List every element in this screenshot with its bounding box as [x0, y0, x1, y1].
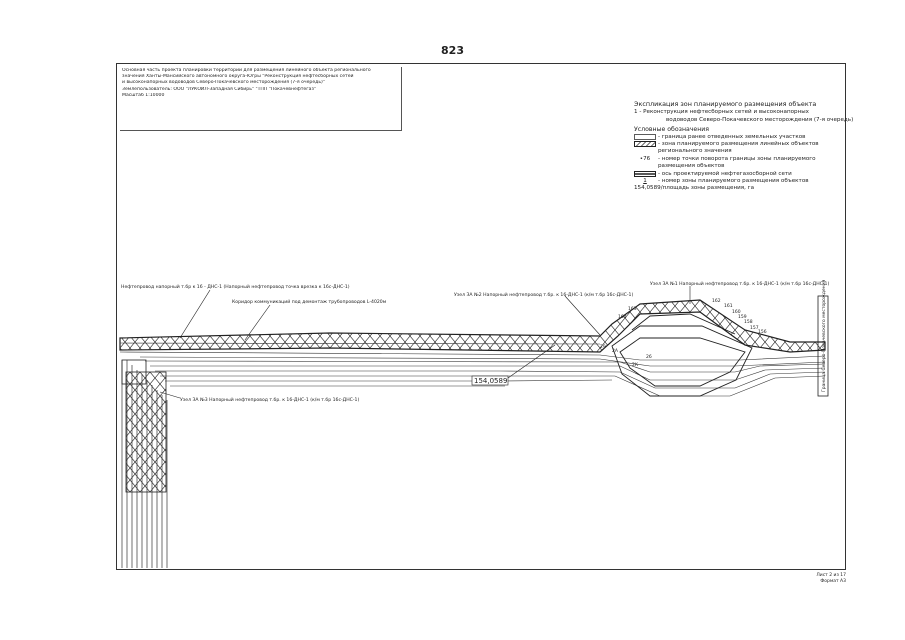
area-marker: 154,0589 — [634, 185, 661, 192]
pipeline-main-label: Нефтепровод напорный т.бр к 16 - ДНС-1 (… — [121, 283, 350, 290]
junction-square — [121, 359, 147, 385]
legend-item-text: - зона планируемого размещения линейных … — [658, 141, 819, 148]
point-label: 158 — [744, 319, 753, 325]
area-marker-text: /площадь зоны размещения, га — [660, 185, 755, 192]
legend-item-boundary: - граница ранее отведенных земельных уча… — [634, 134, 844, 141]
point-label: 26 — [646, 354, 652, 360]
node2-label: Узел ЗА №2 Напорный нефтепровод т.бр. к … — [454, 291, 633, 298]
title-line: Масштаб 1:10000 — [122, 92, 165, 98]
point-label: 161 — [724, 303, 733, 309]
hatched-zone-swatch-icon — [634, 141, 656, 148]
legend-item-zone: - зона планируемого размещения линейных … — [634, 141, 844, 148]
point-label: 159 — [738, 314, 747, 320]
drawing-sheet-frame — [116, 63, 846, 570]
zone-number-marker: 1 — [643, 178, 647, 185]
legend-item-zone-number: 1 - номер зоны планируемого размещения о… — [634, 178, 844, 185]
legend-item-text-cont: размещения объектов — [658, 163, 725, 170]
planned-zone-band — [119, 299, 826, 353]
turning-point-labels: 162 161 160 159 158 157 156 163 164 26 2… — [600, 298, 767, 368]
legend-item-text: - номер зоны планируемого размещения объ… — [658, 178, 809, 185]
right-vertical-label: Граница Северо-Покачевского месторождени… — [821, 279, 827, 392]
node1-label: Узел ЗА №1 Напорный нефтепровод т.бр. к … — [650, 280, 829, 287]
legend-item-text-cont: регионального значения — [658, 148, 732, 155]
sheet-info: Лист 2 из 17 Формат А3 — [816, 573, 846, 584]
point-label: 164 — [618, 314, 627, 320]
legend-zone-line: 1 - Реконструкция нефтесборных сетей и в… — [634, 109, 809, 116]
point-label: 2К — [632, 362, 639, 368]
pipeline-lines — [119, 342, 826, 397]
area-label: 154,0589 — [474, 377, 507, 385]
title-line: Основная часть проекта планировки террит… — [122, 68, 371, 73]
title-line: Землепользователь: ООО "ЛУКОЙЛ-Западная … — [122, 86, 317, 92]
point-label: 162 — [712, 298, 721, 304]
right-boundary-box — [817, 295, 829, 397]
loop-lines — [611, 313, 753, 397]
legend-item-text: - граница ранее отведенных земельных уча… — [658, 133, 806, 140]
sheet-number: Лист 2 из 17 — [816, 573, 846, 578]
legend-area-line: 154,0589/площадь зоны размещения, га — [634, 185, 844, 192]
legend-item-text: - ось проектируемой нефтегазосборной сет… — [658, 170, 792, 177]
corridor-label: Коридор коммуникаций под демонтаж трубоп… — [232, 298, 387, 305]
point-label: 163 — [628, 306, 637, 312]
legend-item-point: •76 - номер точки поворота границы зоны … — [634, 156, 844, 163]
legend-item-text: - номер точки поворота границы зоны план… — [658, 155, 816, 162]
point-label: 156 — [758, 329, 767, 335]
left-hatched-bundle — [125, 371, 167, 493]
point-label: 157 — [750, 325, 759, 331]
legend-symbols-title: Условные обозначения — [634, 126, 710, 134]
point-label: 2А — [612, 348, 619, 354]
annotation-leaders — [159, 286, 691, 399]
boundary-swatch-icon — [634, 133, 656, 140]
title-line: и высоконапорных водоводов Северо-Покаче… — [122, 80, 325, 86]
point-label: 160 — [732, 309, 741, 315]
page-number: 823 — [441, 44, 464, 57]
area-label-box — [471, 375, 509, 386]
title-line: значения Ханты-Мансийского автономного о… — [122, 74, 354, 80]
pipeline-axis-swatch-icon — [634, 170, 656, 177]
legend-item-axis: - ось проектируемой нефтегазосборной сет… — [634, 170, 844, 178]
point-marker: •76 — [639, 155, 651, 162]
title-block: Основная часть проекта планировки террит… — [120, 67, 402, 131]
node3-label: Узел ЗА №3 Напорный нефтепровод т.бр. к … — [180, 396, 359, 403]
legend-zone-line: водоводов Северо-Покачевского месторожде… — [666, 116, 854, 123]
legend-heading: Экспликация зон планируемого размещения … — [634, 100, 817, 108]
legend: Экспликация зон планируемого размещения … — [634, 100, 854, 193]
sheet-format: Формат А3 — [820, 578, 846, 584]
point-label: 29 — [600, 344, 606, 350]
area-leader — [507, 344, 556, 379]
